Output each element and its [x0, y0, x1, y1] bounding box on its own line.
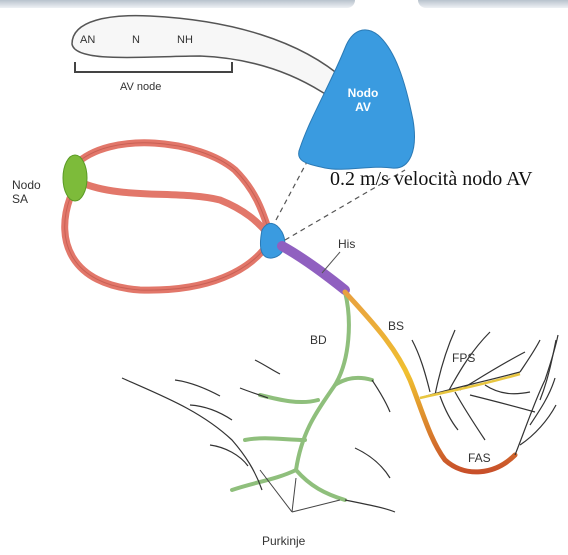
av-inset-n: N [132, 34, 140, 46]
av-inset-an: AN [80, 34, 95, 46]
av-node-small [260, 223, 284, 258]
nodo-av-label-2: AV [355, 100, 371, 114]
nodo-sa-label-1: Nodo [12, 178, 41, 192]
bd-label: BD [310, 333, 327, 347]
internodal-pathways [65, 143, 268, 290]
av-node-inset: AN N NH AV node [72, 16, 350, 98]
conduction-velocity-note: 0.2 m/s velocità nodo AV [330, 168, 532, 191]
pathway-middle [80, 182, 268, 234]
fps-label: FPS [452, 351, 475, 365]
av-inset-caption: AV node [120, 81, 161, 93]
nodo-av-label-1: Nodo [348, 86, 379, 100]
pathway-upper [75, 143, 268, 228]
av-inset-outline [72, 16, 350, 98]
his-label: His [338, 237, 355, 251]
av-inset-nh: NH [177, 34, 193, 46]
his-bundle [282, 246, 345, 290]
purkinje-label: Purkinje [262, 534, 306, 548]
nodo-sa-label-2: SA [12, 192, 28, 206]
sa-node [63, 155, 87, 201]
fas-label: FAS [468, 451, 491, 465]
av-inset-caption-bracket [75, 62, 232, 72]
bs-label: BS [388, 319, 404, 333]
his-pointer [322, 252, 340, 273]
